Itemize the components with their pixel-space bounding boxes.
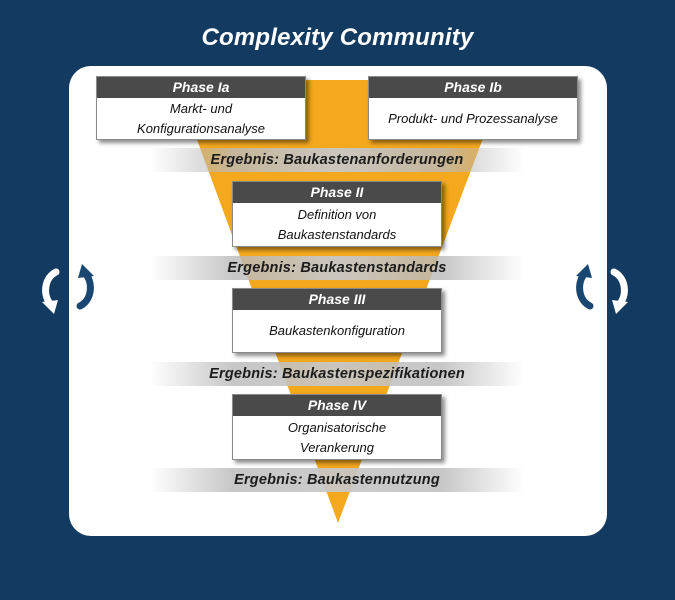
phase-ii-box: Phase II Definition von Baukastenstandar… [232, 181, 442, 247]
phase-iii-label: Phase III [233, 289, 441, 310]
phase-iii-text: Baukastenkonfiguration [269, 323, 405, 338]
result-band-4: Ergebnis: Baukastennutzung [150, 468, 524, 492]
result-band-3: Ergebnis: Baukastenspezifikationen [150, 362, 524, 386]
phase-ib-box: Phase Ib Produkt- und Prozessanalyse [368, 76, 578, 140]
phase-iv-label: Phase IV [233, 395, 441, 416]
cycle-arrows-icon [42, 264, 94, 314]
phase-ia-label: Phase Ia [97, 77, 305, 98]
phase-ia-text: Markt- und Konfigurationsanalyse [137, 100, 265, 136]
page-title: Complexity Community [201, 24, 474, 51]
phase-iv-text: Organisatorische Verankerung [287, 419, 387, 455]
phase-ia-box: Phase Ia Markt- und Konfigurationsanalys… [96, 76, 306, 140]
phase-ii-label: Phase II [233, 182, 441, 203]
phase-ib-text: Produkt- und Prozessanalyse [388, 110, 558, 126]
phase-ib-label: Phase Ib [369, 77, 577, 98]
phase-iv-box: Phase IV Organisatorische Verankerung [232, 394, 442, 460]
cycle-arrows-icon [576, 264, 628, 314]
result-band-1: Ergebnis: Baukastenanforderungen [150, 148, 524, 172]
phase-iii-box: Phase III Baukastenkonfiguration [232, 288, 442, 353]
phase-ii-text: Definition von Baukastenstandards [277, 206, 397, 242]
result-band-2: Ergebnis: Baukastenstandards [150, 256, 524, 280]
